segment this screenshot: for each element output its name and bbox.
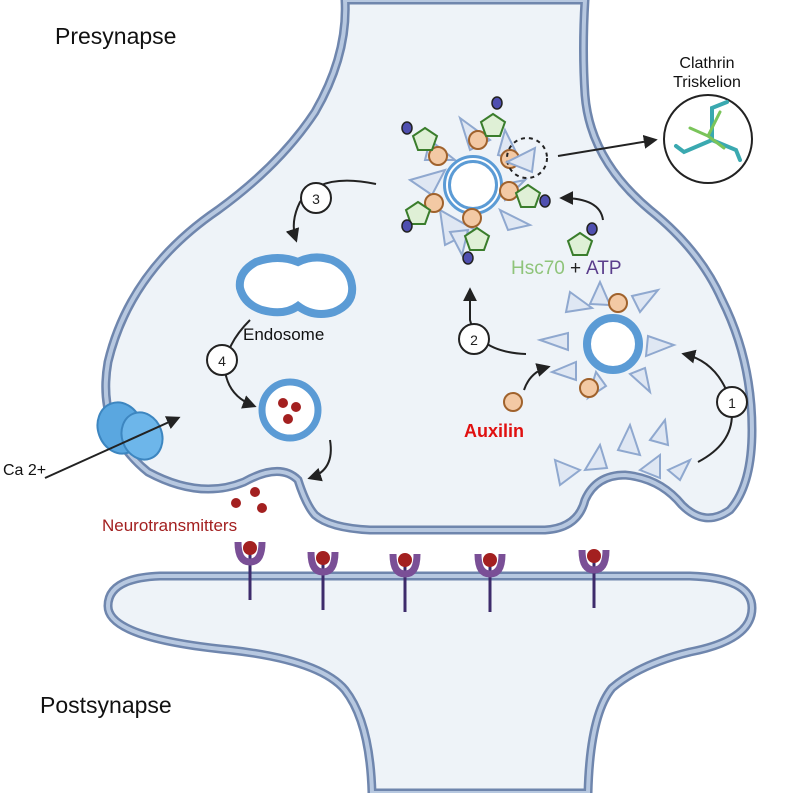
endosome-label: Endosome <box>243 325 324 344</box>
receptor <box>389 553 421 612</box>
clathrin-label-line2: Triskelion <box>673 74 741 91</box>
calcium-label: Ca 2+ <box>3 462 46 479</box>
release-arrow <box>307 439 332 482</box>
auxilin-arrow <box>523 363 551 391</box>
free-triskelia <box>553 417 693 487</box>
receptors <box>234 541 610 612</box>
calcium-channel <box>96 401 164 461</box>
endosome <box>235 253 357 318</box>
hsc70-label: Hsc70 <box>511 258 565 279</box>
receptor <box>578 549 610 608</box>
receptor <box>307 551 339 610</box>
step-2-badge: 2 <box>458 323 490 355</box>
neurotransmitters-label: Neurotransmitters <box>102 516 237 535</box>
step-3-number: 3 <box>312 191 320 207</box>
calcium-arrow <box>44 416 181 479</box>
triskelion-arrow <box>557 134 658 157</box>
hsc70-arrow <box>559 191 604 221</box>
postsynapse-label: Postsynapse <box>40 692 172 718</box>
clathrin-label-line1: Clathrin <box>679 55 734 72</box>
receptor <box>234 541 266 600</box>
synaptic-vesicle <box>258 378 322 442</box>
atp-label: ATP <box>586 258 622 279</box>
step3-arrow <box>285 179 377 243</box>
step-4-badge: 4 <box>206 344 238 376</box>
plus-label: + <box>570 258 581 279</box>
coated-vesicle-right <box>536 279 677 401</box>
presynapse-membrane <box>101 0 757 535</box>
step-1-number: 1 <box>728 395 736 411</box>
presynapse-label: Presynapse <box>55 23 176 49</box>
hsc70-atp-complex <box>566 222 598 256</box>
step-3-badge: 3 <box>300 182 332 214</box>
auxilin-label: Auxilin <box>464 421 524 441</box>
released-neurotransmitters <box>231 487 267 513</box>
postsynapse-membrane <box>103 571 757 793</box>
receptor <box>474 553 506 612</box>
step-1-badge: 1 <box>716 386 748 418</box>
auxilin-molecule <box>503 392 523 412</box>
step-4-number: 4 <box>218 353 226 369</box>
step-2-number: 2 <box>470 332 478 348</box>
coated-vesicle-top <box>401 96 551 265</box>
clathrin-triskelion <box>663 94 753 184</box>
